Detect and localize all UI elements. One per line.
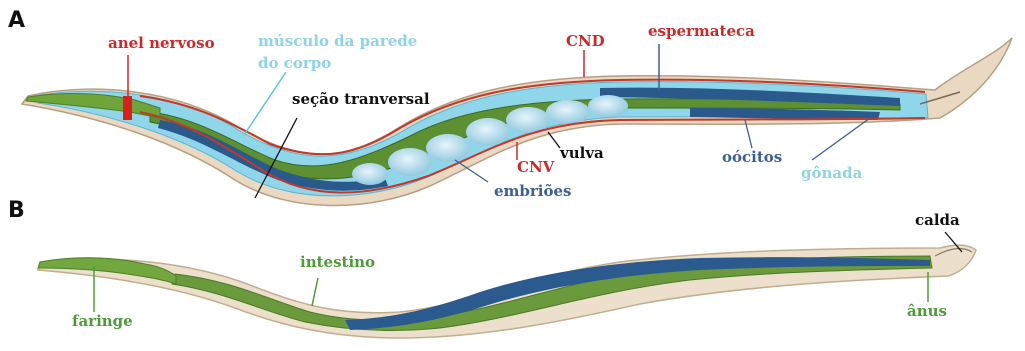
pointer-vulva: [548, 132, 560, 148]
label-anus: ânus: [907, 304, 947, 319]
panel-a-label: A: [8, 10, 25, 32]
pointer-gonada: [812, 118, 870, 160]
label-cnd: CND: [566, 34, 605, 49]
label-cnv: CNV: [517, 160, 554, 175]
worm-b: [38, 245, 976, 338]
label-anel-nervoso: anel nervoso: [108, 36, 215, 51]
panel-b-label: B: [8, 200, 25, 222]
label-gonada: gônada: [801, 166, 862, 181]
label-musculo-line1: músculo da parede: [258, 34, 417, 49]
pointer-intestino: [312, 278, 318, 306]
worm-a: [22, 38, 1012, 206]
pointer-musculo: [244, 72, 286, 135]
label-vulva: vulva: [560, 146, 604, 161]
label-intestino: intestino: [300, 255, 375, 270]
label-calda: calda: [915, 213, 960, 228]
label-oocitos: oócitos: [722, 150, 782, 165]
label-espermateca: espermateca: [648, 24, 755, 39]
label-embrioes: embriões: [494, 184, 572, 199]
worm-a-nerve-ring: [123, 96, 132, 120]
label-musculo-line2: do corpo: [258, 56, 331, 71]
label-secao-transversal: seção tranversal: [292, 92, 430, 107]
label-faringe: faringe: [72, 314, 133, 329]
